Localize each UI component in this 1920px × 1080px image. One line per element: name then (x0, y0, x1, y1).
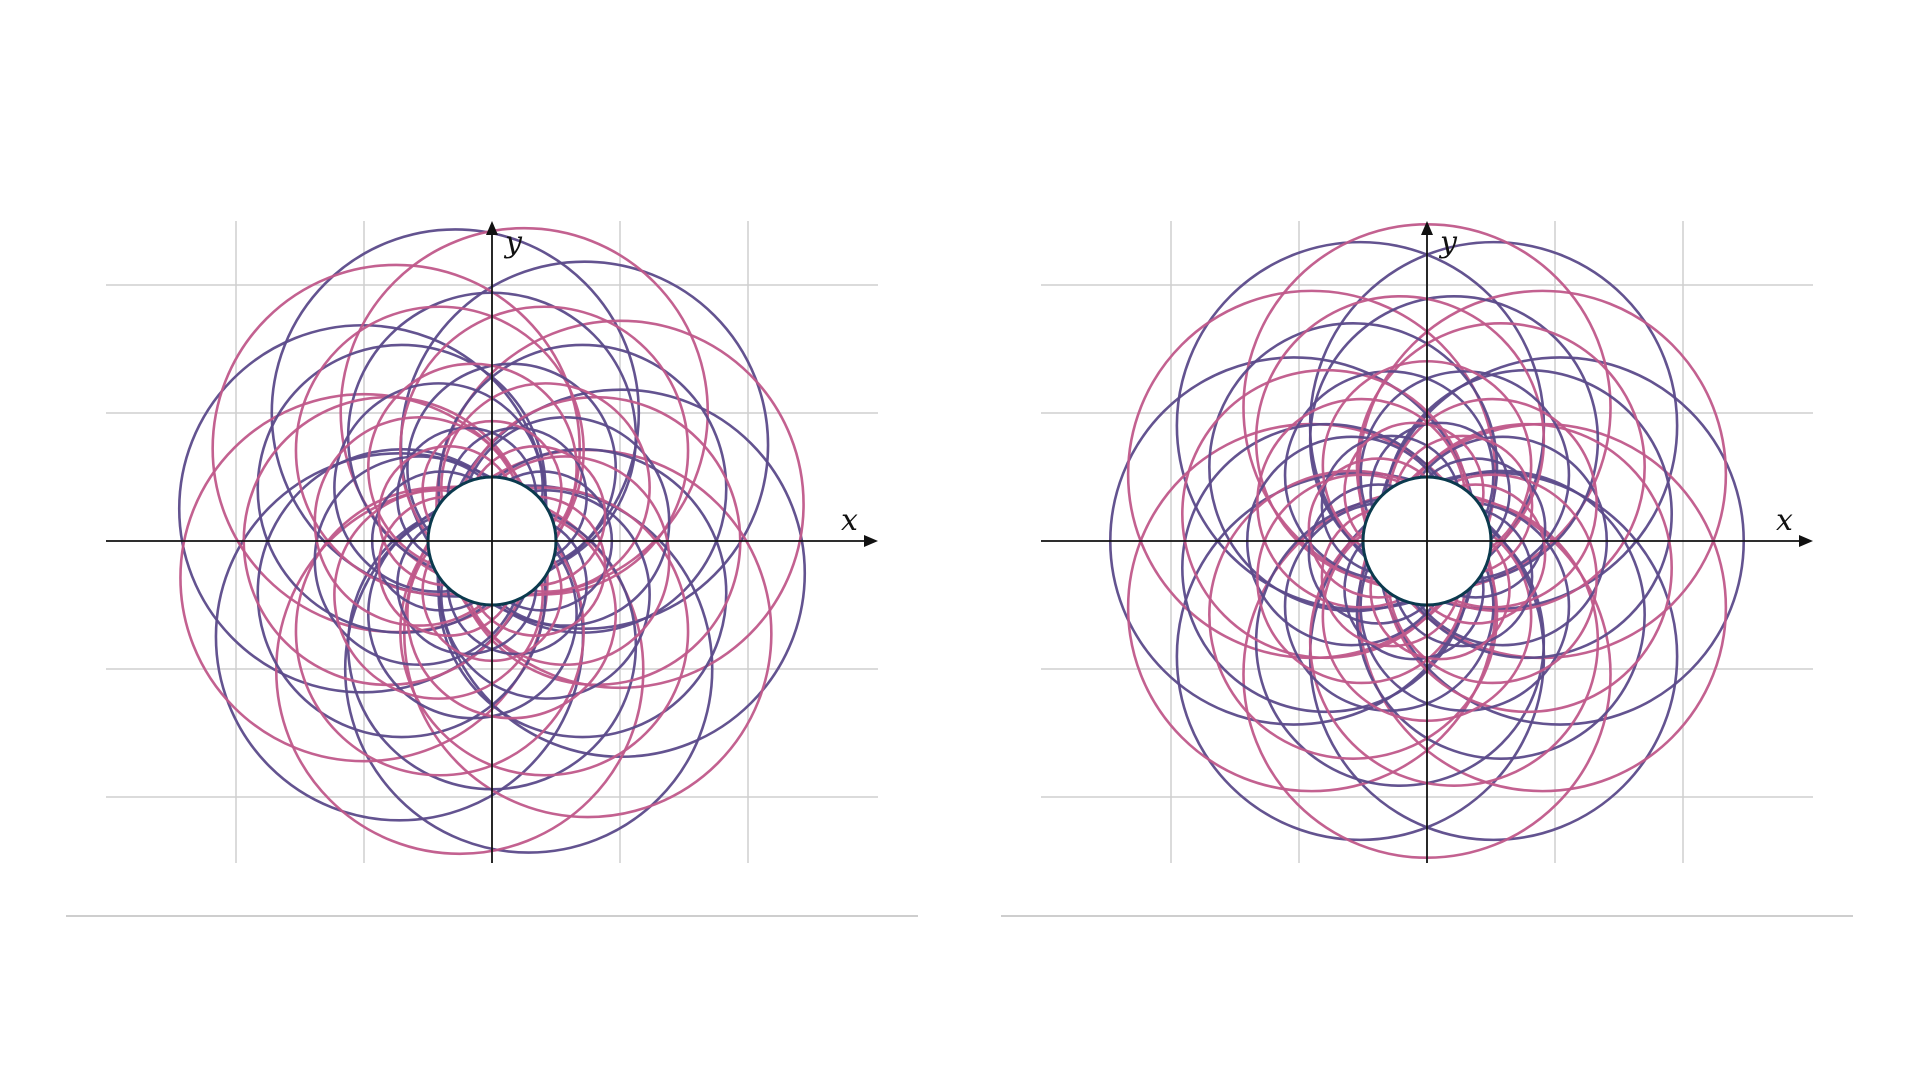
ring-arc (399, 305, 690, 596)
x-axis-label: x (1776, 503, 1793, 538)
ring-arc (439, 382, 651, 594)
ring-arc (179, 392, 549, 763)
ring-arc (439, 488, 651, 700)
ring-arc (399, 486, 690, 777)
y-axis-label: y (1438, 225, 1458, 260)
y-axis-arrow (1421, 221, 1433, 235)
ring-arc (1355, 469, 1646, 760)
y-axis-label: y (503, 225, 523, 260)
right-diagram: x y (1001, 221, 1853, 917)
axes (1041, 221, 1813, 863)
right-panel: x y (935, 0, 1895, 1080)
axes (106, 221, 878, 863)
ring-arc (333, 382, 545, 594)
y-axis-arrow (486, 221, 498, 235)
ring-arc (1208, 469, 1499, 760)
ring-arc (333, 488, 545, 700)
ring-arc (343, 484, 714, 854)
x-axis-label: x (841, 503, 858, 538)
ring-arc (294, 486, 585, 777)
x-axis-arrow (1799, 535, 1813, 547)
left-diagram: x y (66, 221, 918, 917)
ring-arc (435, 319, 805, 690)
ring-arc (1208, 322, 1499, 613)
ring-arc (270, 228, 641, 598)
left-panel: x y (66, 221, 918, 917)
x-axis-arrow (864, 535, 878, 547)
ring-arc (1355, 322, 1646, 613)
rosette (1108, 222, 1746, 860)
ring-arc (294, 305, 585, 596)
